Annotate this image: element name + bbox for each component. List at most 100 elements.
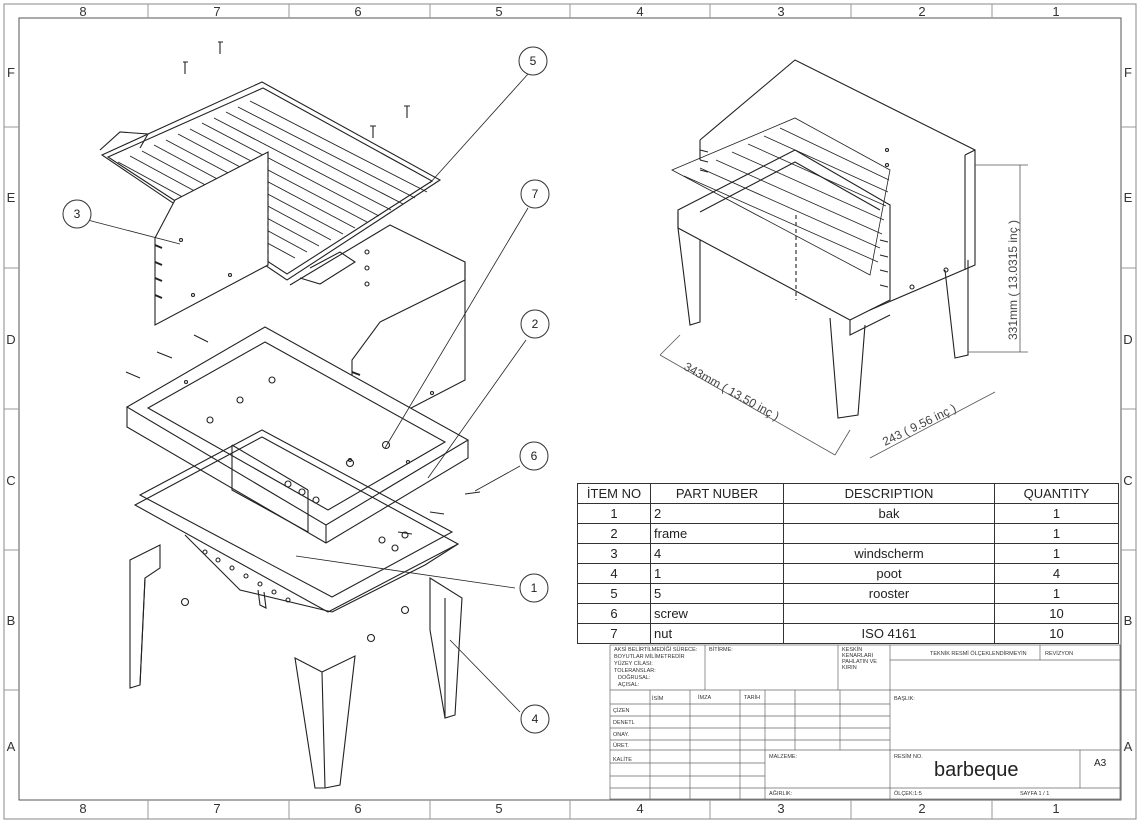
table-row: 5 5 rooster 1 [577, 583, 1119, 604]
bom-description [783, 603, 995, 624]
balloons: 1 2 3 4 5 6 7 [62, 46, 550, 734]
bom-header-item: İTEM NO [577, 483, 651, 504]
tb-role: DENETL [613, 720, 635, 726]
row-label-right: E [1124, 190, 1133, 205]
col-label-top: 4 [636, 4, 643, 19]
tb-bitirme: BİTİRME: [709, 647, 733, 653]
bom-header-row: İTEM NO PART NUBER DESCRIPTION QUANTITY [577, 483, 1119, 504]
col-label-top: 2 [918, 4, 925, 19]
dimension-height: 331mm ( 13.0315 inç ) [1006, 220, 1020, 340]
row-label-left: F [7, 65, 15, 80]
bom-item: 7 [577, 623, 651, 644]
bom-quantity: 4 [994, 563, 1119, 584]
dimension-width: 243 ( 9.56 inç ) [880, 401, 958, 449]
bom-quantity: 1 [994, 503, 1119, 524]
tb-note: AÇISAL: [618, 682, 640, 688]
tb-isim: İSİM [652, 696, 664, 702]
balloon-label: 5 [530, 54, 537, 68]
col-label-top: 1 [1052, 4, 1059, 19]
row-label-right: B [1124, 613, 1133, 628]
tb-baslik: BAŞLIK: [894, 696, 915, 702]
col-label-top: 6 [354, 4, 361, 19]
balloon-label: 2 [532, 317, 539, 331]
col-label-bottom: 7 [213, 801, 220, 816]
bom-description: poot [783, 563, 995, 584]
bom-part: 5 [650, 583, 784, 604]
balloon-label: 4 [532, 712, 539, 726]
table-row: 1 2 bak 1 [577, 503, 1119, 524]
tb-note: DOĞRUSAL: [618, 675, 651, 681]
bom-header-part: PART NUBER [650, 483, 784, 504]
bom-quantity: 1 [994, 543, 1119, 564]
title-block-frame [609, 644, 1121, 800]
bom-quantity: 1 [994, 523, 1119, 544]
basin [133, 429, 460, 613]
bom-part: frame [650, 523, 784, 544]
tb-note: YÜZEY CİLASI: [614, 661, 653, 667]
col-label-top: 3 [777, 4, 784, 19]
row-label-right: C [1123, 473, 1132, 488]
tb-role: ÜRET. [613, 743, 629, 749]
bom-part: 4 [650, 543, 784, 564]
bom-description: bak [783, 503, 995, 524]
bom-header-quantity: QUANTITY [994, 483, 1119, 504]
tb-tarih: TARİH [744, 695, 761, 701]
col-label-bottom: 2 [918, 801, 925, 816]
tb-note: AKSİ BELİRTİLMEDİĞİ SÜRECE: [614, 647, 698, 653]
exploded-view [79, 41, 529, 789]
grill-grate [99, 81, 442, 285]
balloon-label: 6 [531, 449, 538, 463]
bom-item: 6 [577, 603, 651, 624]
bom-quantity: 10 [994, 603, 1119, 624]
drawing-title: barbeque [934, 759, 1019, 781]
col-label-top: 7 [213, 4, 220, 19]
col-label-bottom: 6 [354, 801, 361, 816]
bom-item: 5 [577, 583, 651, 604]
leader-lines [79, 73, 529, 713]
bom-description: rooster [783, 583, 995, 604]
table-row: 3 4 windscherm 1 [577, 543, 1119, 564]
bom-header-description: DESCRIPTION [783, 483, 995, 504]
bom-description: ISO 4161 [783, 623, 995, 644]
tb-resim-no: RESİM NO. [894, 754, 923, 760]
frame [125, 326, 470, 544]
col-label-bottom: 1 [1052, 801, 1059, 816]
bom-description [783, 523, 995, 544]
table-row: 6 screw 10 [577, 603, 1119, 624]
bom-item: 4 [577, 563, 651, 584]
dimension-lines [659, 164, 1028, 459]
row-label-left: A [7, 739, 16, 754]
bom-quantity: 1 [994, 583, 1119, 604]
tb-imza: İMZA [698, 695, 712, 701]
bom-item: 2 [577, 523, 651, 544]
tb-note: TOLERANSLAR: [614, 668, 656, 674]
balloon-label: 3 [74, 207, 81, 221]
col-label-bottom: 5 [495, 801, 502, 816]
row-label-right: D [1123, 332, 1132, 347]
table-row: 2 frame 1 [577, 523, 1119, 544]
tb-teknik: TEKNİK RESMİ ÖLÇEKLENDİRMEYİN [930, 651, 1027, 657]
bom-part: screw [650, 603, 784, 624]
bom-item: 1 [577, 503, 651, 524]
tb-agirlik: AĞIRLIK: [769, 791, 793, 797]
row-label-left: E [7, 190, 16, 205]
legs [129, 544, 463, 789]
col-label-bottom: 4 [636, 801, 643, 816]
tb-revizyon: REVİZYON [1045, 651, 1074, 657]
tb-role: ÇİZEN [613, 708, 630, 714]
fasteners [125, 41, 481, 643]
col-label-top: 5 [495, 4, 502, 19]
tb-role: KALİTE [613, 757, 632, 763]
bill-of-materials: İTEM NO PART NUBER DESCRIPTION QUANTITY … [577, 483, 1119, 644]
col-label-top: 8 [79, 4, 86, 19]
row-label-left: B [7, 613, 16, 628]
row-label-right: A [1124, 739, 1133, 754]
tb-kesikin: KESKİN KENARLARI PAHLATIN VE KIRIN [842, 647, 877, 672]
bom-quantity: 10 [994, 623, 1119, 644]
tb-malzeme: MALZEME: [769, 754, 798, 760]
dimension-length: 343mm ( 13.50 inç ) [682, 359, 782, 423]
balloon-label: 7 [532, 187, 539, 201]
tb-sayfa: SAYFA 1 / 1 [1020, 791, 1050, 797]
table-row: 7 nut ISO 4161 10 [577, 623, 1119, 644]
